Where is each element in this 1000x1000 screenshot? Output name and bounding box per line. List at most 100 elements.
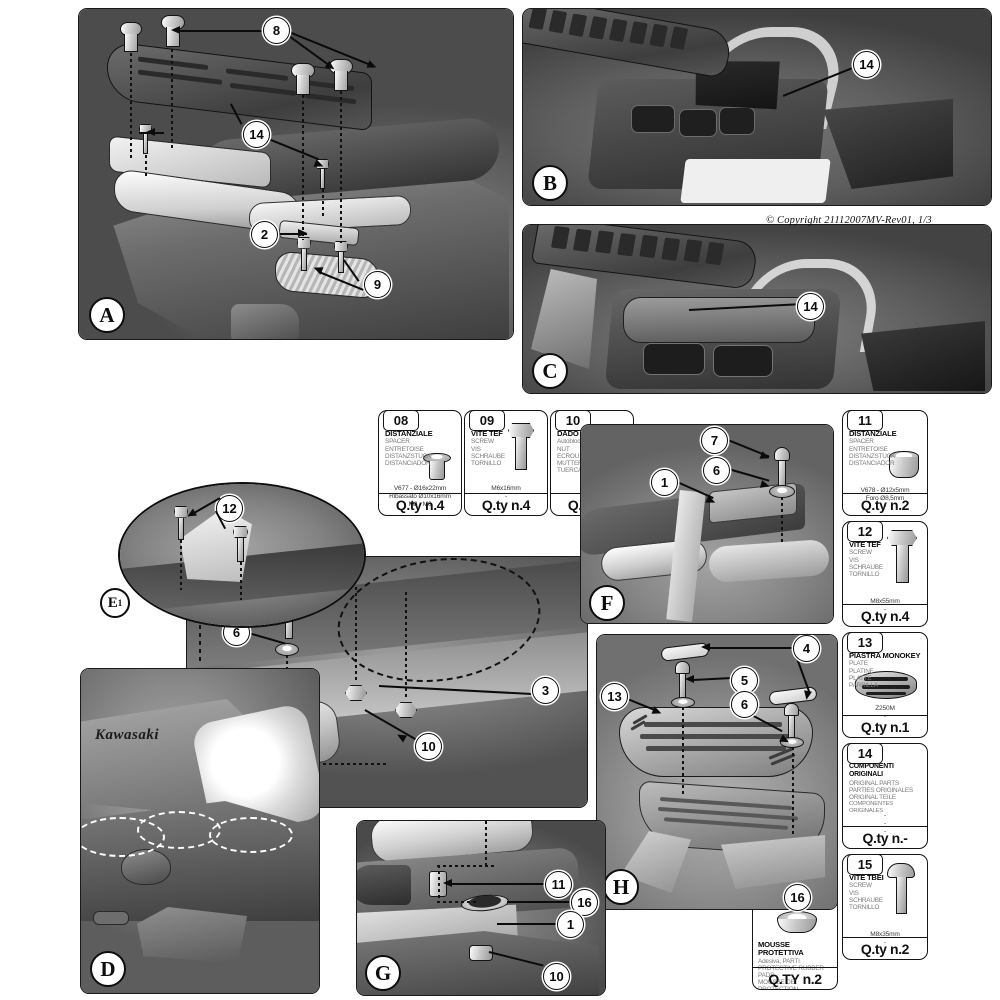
callout-8-a[interactable]: 8	[263, 17, 290, 44]
part-name-it-13: PIASTRA MONOKEY	[849, 651, 921, 660]
spacer-ring-icon	[889, 451, 919, 481]
part-dim-13-3: -	[884, 721, 886, 728]
bolt-8-a-1	[120, 22, 142, 54]
part-name-es-14: COMPONENTES ORIGINALES	[849, 801, 893, 815]
callout-5-h[interactable]: 5	[731, 667, 758, 694]
bolt-8-a-4	[329, 59, 353, 93]
highlight-ellipse-d-2	[137, 811, 221, 849]
callout-14-a[interactable]: 14	[243, 121, 270, 148]
callout-3-e[interactable]: 3	[532, 677, 559, 704]
highlight-ellipse-d-3	[209, 817, 293, 853]
part-name-de-13: PLATTE	[849, 674, 872, 682]
callout-2-a[interactable]: 2	[251, 221, 278, 248]
nut-10-e-1	[345, 685, 367, 701]
part-name-es-13: PARRILLA	[849, 681, 878, 689]
part-name-en-10: NUT	[557, 445, 570, 453]
callout-1-g[interactable]: 1	[557, 911, 584, 938]
bolt-5-h-2	[784, 703, 799, 741]
bolt-7-f	[774, 447, 790, 489]
screw-14-a-2	[316, 159, 329, 189]
part-name-es-15: TORNILLO	[849, 903, 880, 911]
callout-16-g[interactable]: 16	[571, 889, 598, 916]
callout-11-g[interactable]: 11	[545, 871, 572, 898]
callout-13-h[interactable]: 13	[601, 683, 628, 710]
callout-6-h[interactable]: 6	[731, 691, 758, 718]
part-name-sub-10: Autobloccante	[557, 438, 595, 446]
panel-a-letter: A	[89, 297, 125, 333]
part-qty-14: Q.ty n.-	[843, 826, 927, 848]
part-name-es-10: TUERCA	[557, 466, 583, 474]
callout-4-h[interactable]: 4	[793, 635, 820, 662]
spacer-bush-icon	[423, 453, 451, 481]
hex-flange-bolt-icon-12	[887, 530, 917, 584]
part-name-fr-08: ENTRETOISE	[385, 445, 424, 453]
part-dim-14-1: -	[884, 812, 886, 819]
part-qty-13: Q.ty n.1	[843, 715, 927, 737]
panel-g-letter: G	[365, 955, 401, 991]
part-name-de-14: ORIGINAL TEILE	[849, 794, 896, 801]
bolt-8-a-3	[291, 63, 315, 97]
exhaust-a	[231, 304, 299, 339]
bolt-9-a-1	[297, 237, 311, 271]
part-name-it-15: VITE TBEI	[849, 873, 884, 882]
part-name-it-08: DISTANZIALE	[385, 429, 433, 438]
part-dim-09-1: M6x16mm	[491, 485, 521, 492]
callout-10-e[interactable]: 10	[415, 733, 442, 760]
panel-h: 4 5 6 13 H	[596, 634, 838, 910]
callout-16-card[interactable]: 16	[784, 884, 811, 911]
part-dim-13-1: Z250M	[875, 705, 895, 712]
part-number-08: 08	[383, 411, 419, 431]
part-name-it-12: VITE TEF	[849, 540, 881, 549]
part-name-en-12: SCREW	[849, 549, 872, 557]
callout-14-b[interactable]: 14	[853, 51, 880, 78]
panel-a: 8 14 2 9 A	[78, 8, 514, 340]
part-card-15: 15 VITE TBEI SCREW VIS SCHRAUBE TORNILLO…	[842, 854, 928, 960]
callout-12-e1[interactable]: 12	[216, 495, 243, 522]
part-number-09: 09	[469, 411, 505, 431]
part-card-14: 14 COMPONENTI ORIGINALI ORIGINAL PARTS P…	[842, 743, 928, 849]
exhaust-g	[357, 865, 411, 905]
callout-10-g[interactable]: 10	[543, 963, 570, 990]
panel-h-letter: H	[603, 869, 639, 905]
part-card-09: 09 VITE TEF SCREW VIS SCHRAUBE TORNILLO …	[464, 410, 548, 516]
part-qty-16: Q.TY n.2	[753, 967, 837, 989]
part-name-en-16: PROTECTIVE RUBBER PADS	[758, 964, 824, 979]
nut-10-g	[469, 945, 493, 961]
callout-7-f[interactable]: 7	[701, 427, 728, 454]
panel-b: 14 B	[522, 8, 992, 206]
part-name-es-12: TORNILLO	[849, 570, 880, 578]
part-name-de-11: DISTANZSTUCK	[849, 452, 896, 460]
part-qty-15: Q.ty n.2	[843, 937, 927, 959]
part-dim-12-3: -	[884, 614, 886, 621]
part-name-it-16: MOUSSE PROTETTIVA	[758, 940, 804, 958]
part-name-it-10: DADO	[557, 429, 579, 438]
part-name-fr-14: PARTIES ORIGINALES	[849, 786, 913, 794]
callout-14-c[interactable]: 14	[797, 293, 824, 320]
part-number-14: 14	[847, 744, 883, 764]
part-name-es-08: DISTANCIADOR	[385, 459, 431, 467]
part-qty-09: Q.ty n.4	[465, 493, 547, 515]
part-dim-15-3: -	[884, 947, 886, 954]
part-qty-11: Q.ty n.2	[843, 493, 927, 515]
part-dim-11-3: -	[884, 503, 886, 510]
part-card-12: 12 VITE TEF SCREW VIS SCHRAUBE TORNILLO …	[842, 521, 928, 627]
part-dim-08-1: V677 - Ø16x22mm	[393, 485, 447, 492]
part-name-fr-11: ENTRETOISE	[849, 445, 888, 453]
part-dim-13-2: -	[884, 713, 886, 720]
part-name-fr-15: VIS	[849, 889, 859, 897]
part-dim-12-1: M8x55mm	[870, 598, 900, 605]
screw-14-a-1	[139, 124, 152, 154]
kawasaki-logo: Kawasaki	[95, 727, 160, 743]
part-dim-09-2: -	[505, 493, 507, 500]
copyright-notice: © Copyright 21112007MV-Rev01, 1/3	[766, 215, 932, 226]
callout-9-a[interactable]: 9	[364, 271, 391, 298]
part-name-de-12: SCHRAUBE	[849, 563, 883, 571]
part-name-en-13: PLATE	[849, 660, 868, 668]
part-name-fr-10: ECROU	[557, 452, 580, 460]
callout-6-f[interactable]: 6	[703, 457, 730, 484]
license-plate-b	[680, 159, 831, 203]
callout-1-f[interactable]: 1	[651, 469, 678, 496]
protective-foam-icon	[777, 911, 817, 935]
